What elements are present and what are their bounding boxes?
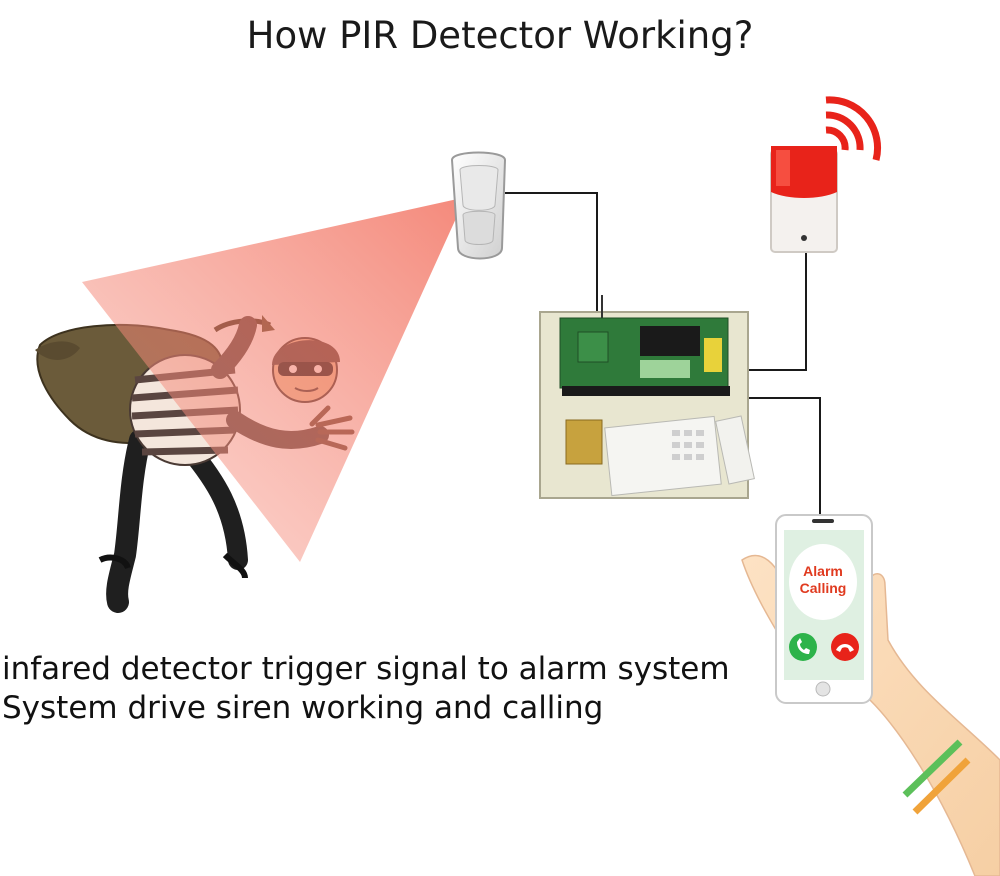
- decline-call-icon: [831, 633, 859, 661]
- infrared-beam: [82, 198, 462, 562]
- phone-text-line2: Calling: [800, 580, 847, 596]
- siren-signal-waves: [825, 96, 882, 161]
- pir-detector-icon: [450, 151, 507, 260]
- accept-call-icon: [789, 633, 817, 661]
- wiring: [505, 192, 821, 518]
- diagram-title: How PIR Detector Working?: [246, 14, 754, 57]
- siren-icon: [770, 146, 838, 253]
- phone-text-line1: Alarm: [803, 563, 843, 579]
- smartphone-icon: Alarm Calling: [775, 514, 873, 704]
- caption-line-1: infared detector trigger signal to alarm…: [2, 651, 730, 687]
- caption-line-2: System drive siren working and calling: [2, 690, 604, 726]
- alarm-control-panel-icon: [539, 295, 755, 499]
